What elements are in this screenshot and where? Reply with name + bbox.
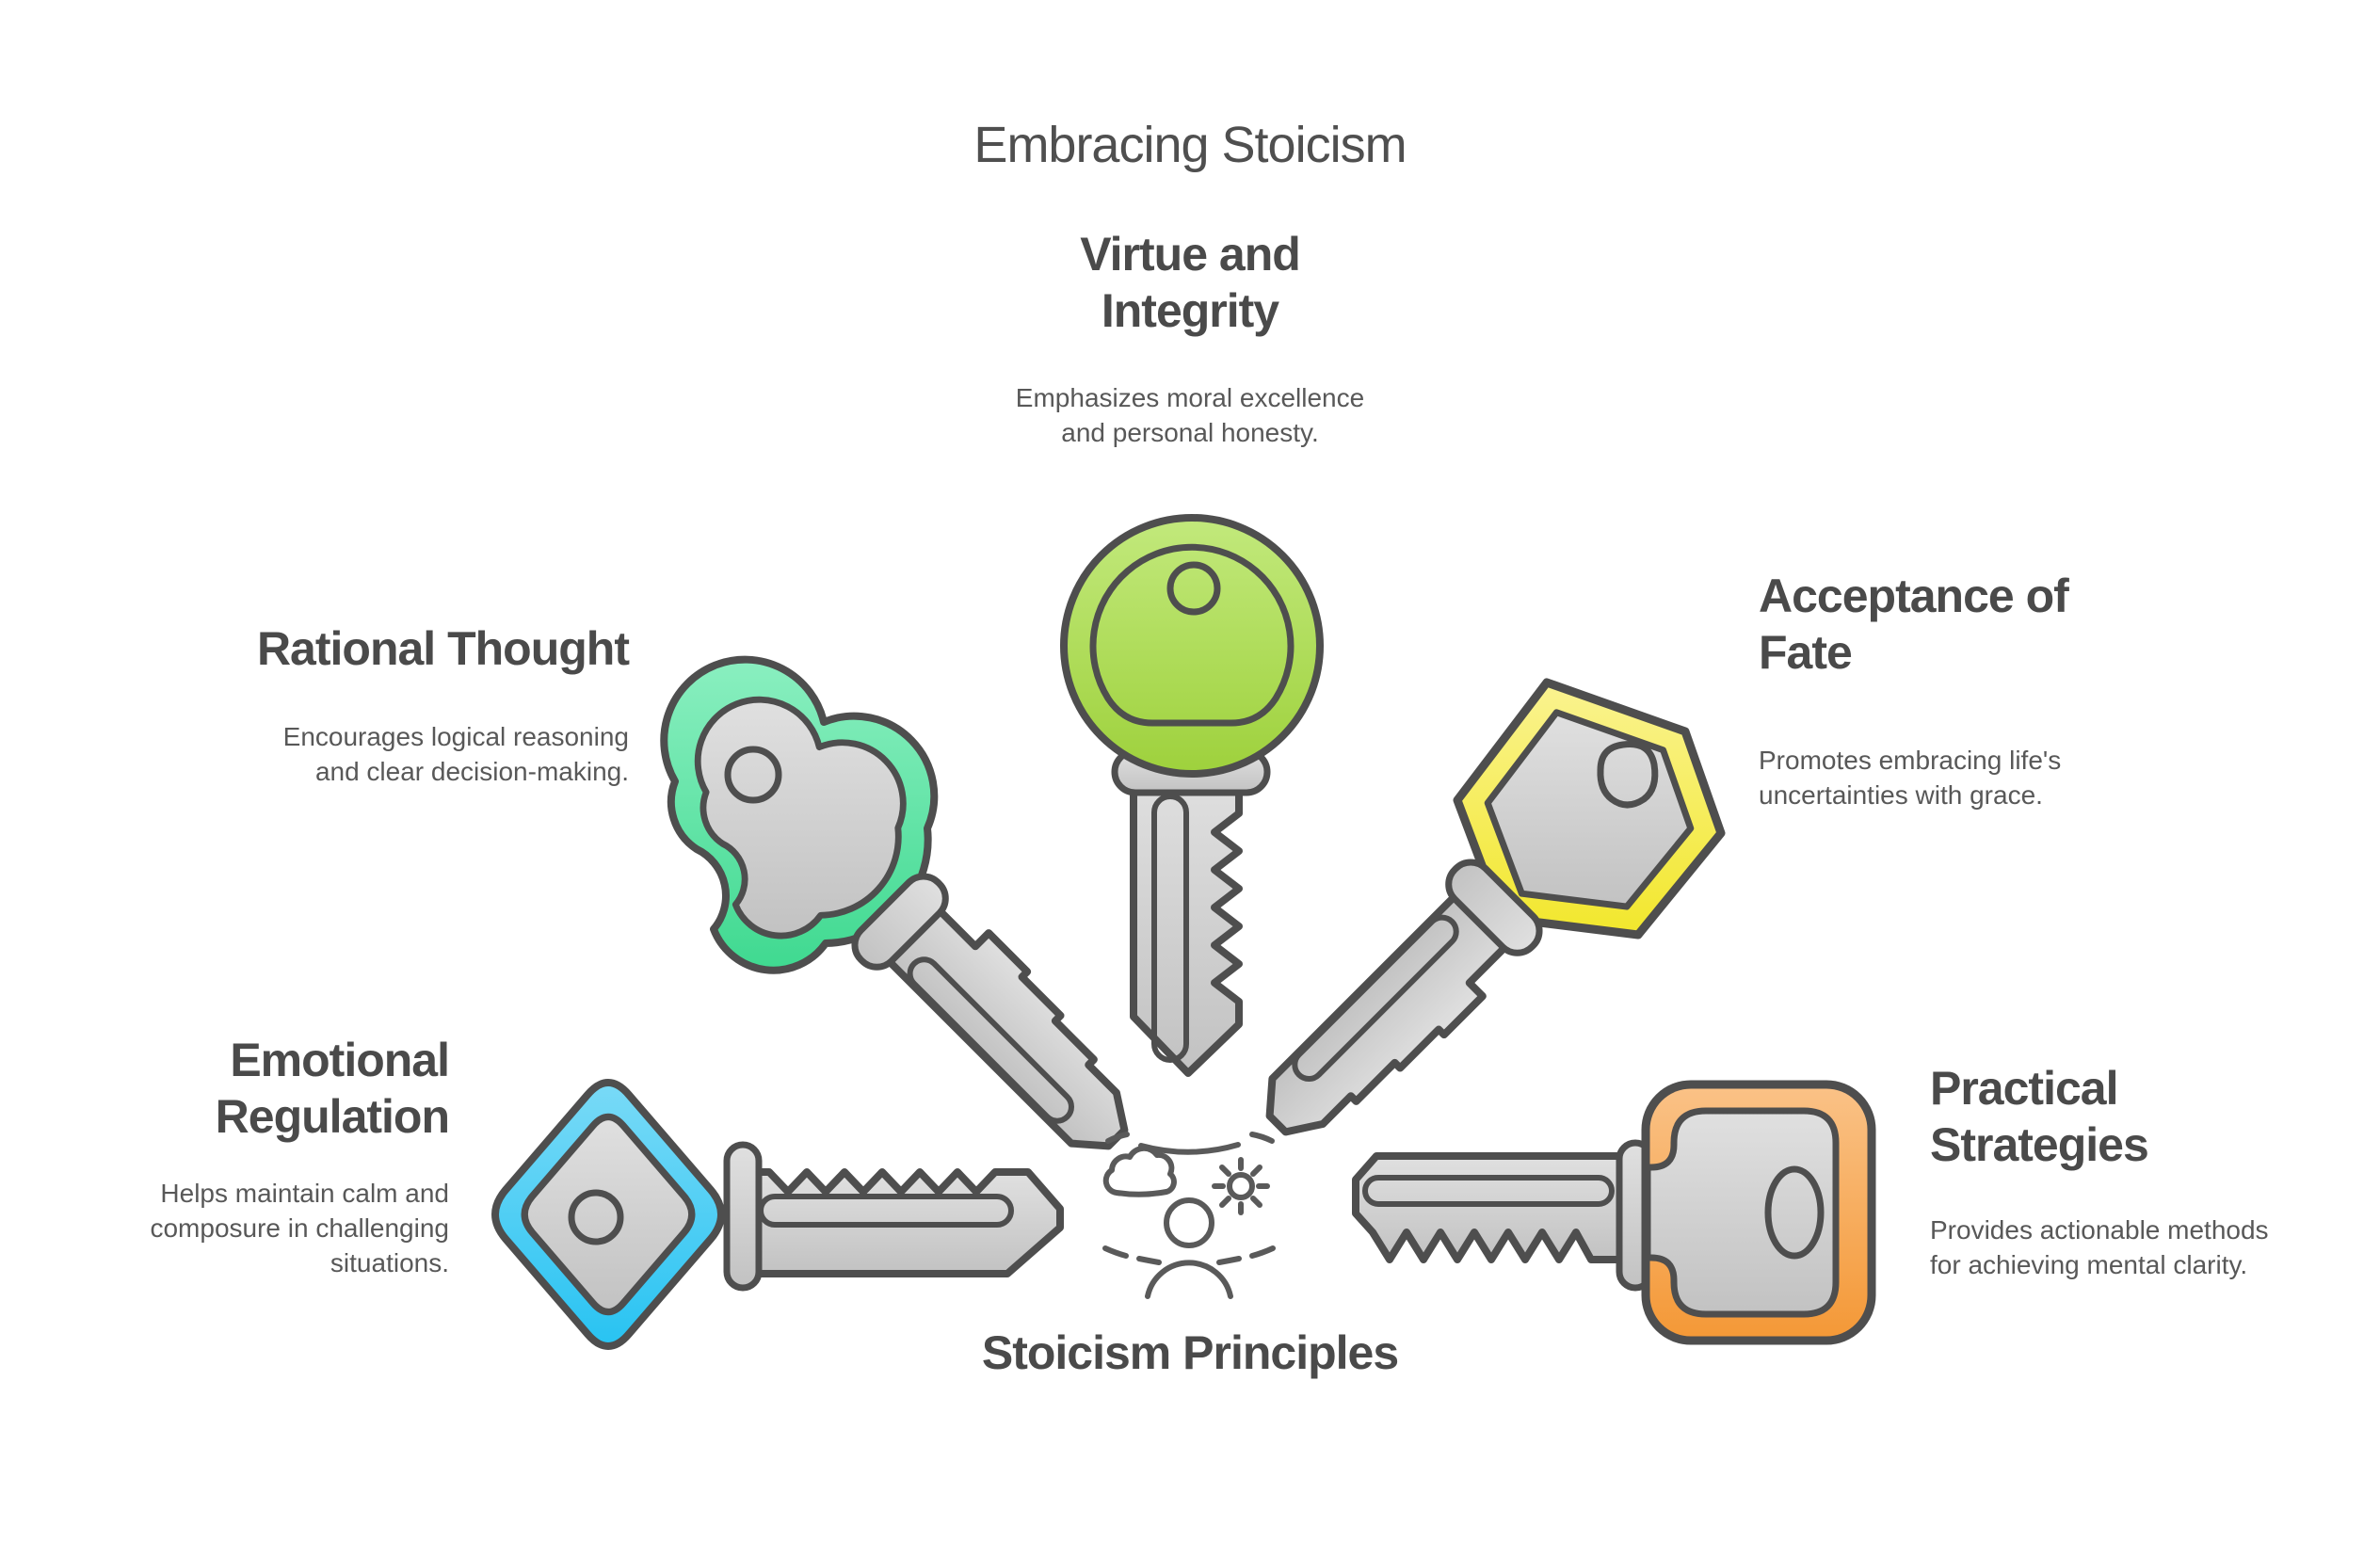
acceptance-description: Promotes embracing life's uncertainties … <box>1759 746 2062 810</box>
center-label: Stoicism Principles <box>981 1326 1399 1379</box>
practical-heading: Practical Strategies <box>1930 1062 2149 1171</box>
emotional-description: Helps maintain calm and composure in cha… <box>150 1179 449 1277</box>
practical-description: Provides actionable methods for achievin… <box>1930 1215 2269 1279</box>
virtue-key-icon <box>1060 514 1324 1077</box>
acceptance-heading: Acceptance of Fate <box>1759 570 2069 679</box>
virtue-description: Emphasizes moral excellence and personal… <box>1015 383 1365 447</box>
emotional-heading: Emotional Regulation <box>215 1034 450 1143</box>
rational-key-icon <box>660 655 1155 1177</box>
rational-description: Encourages logical reasoning and clear d… <box>282 722 629 786</box>
page-title: Embracing Stoicism <box>973 117 1407 173</box>
acceptance-key-icon <box>1239 678 1726 1163</box>
calm-person-cloud-sun-icon <box>1102 1132 1276 1299</box>
practical-key-icon <box>1352 1080 1876 1345</box>
emotional-key-icon <box>491 1079 1064 1350</box>
virtue-heading: Virtue and Integrity <box>1080 228 1301 337</box>
rational-heading: Rational Thought <box>256 622 630 675</box>
